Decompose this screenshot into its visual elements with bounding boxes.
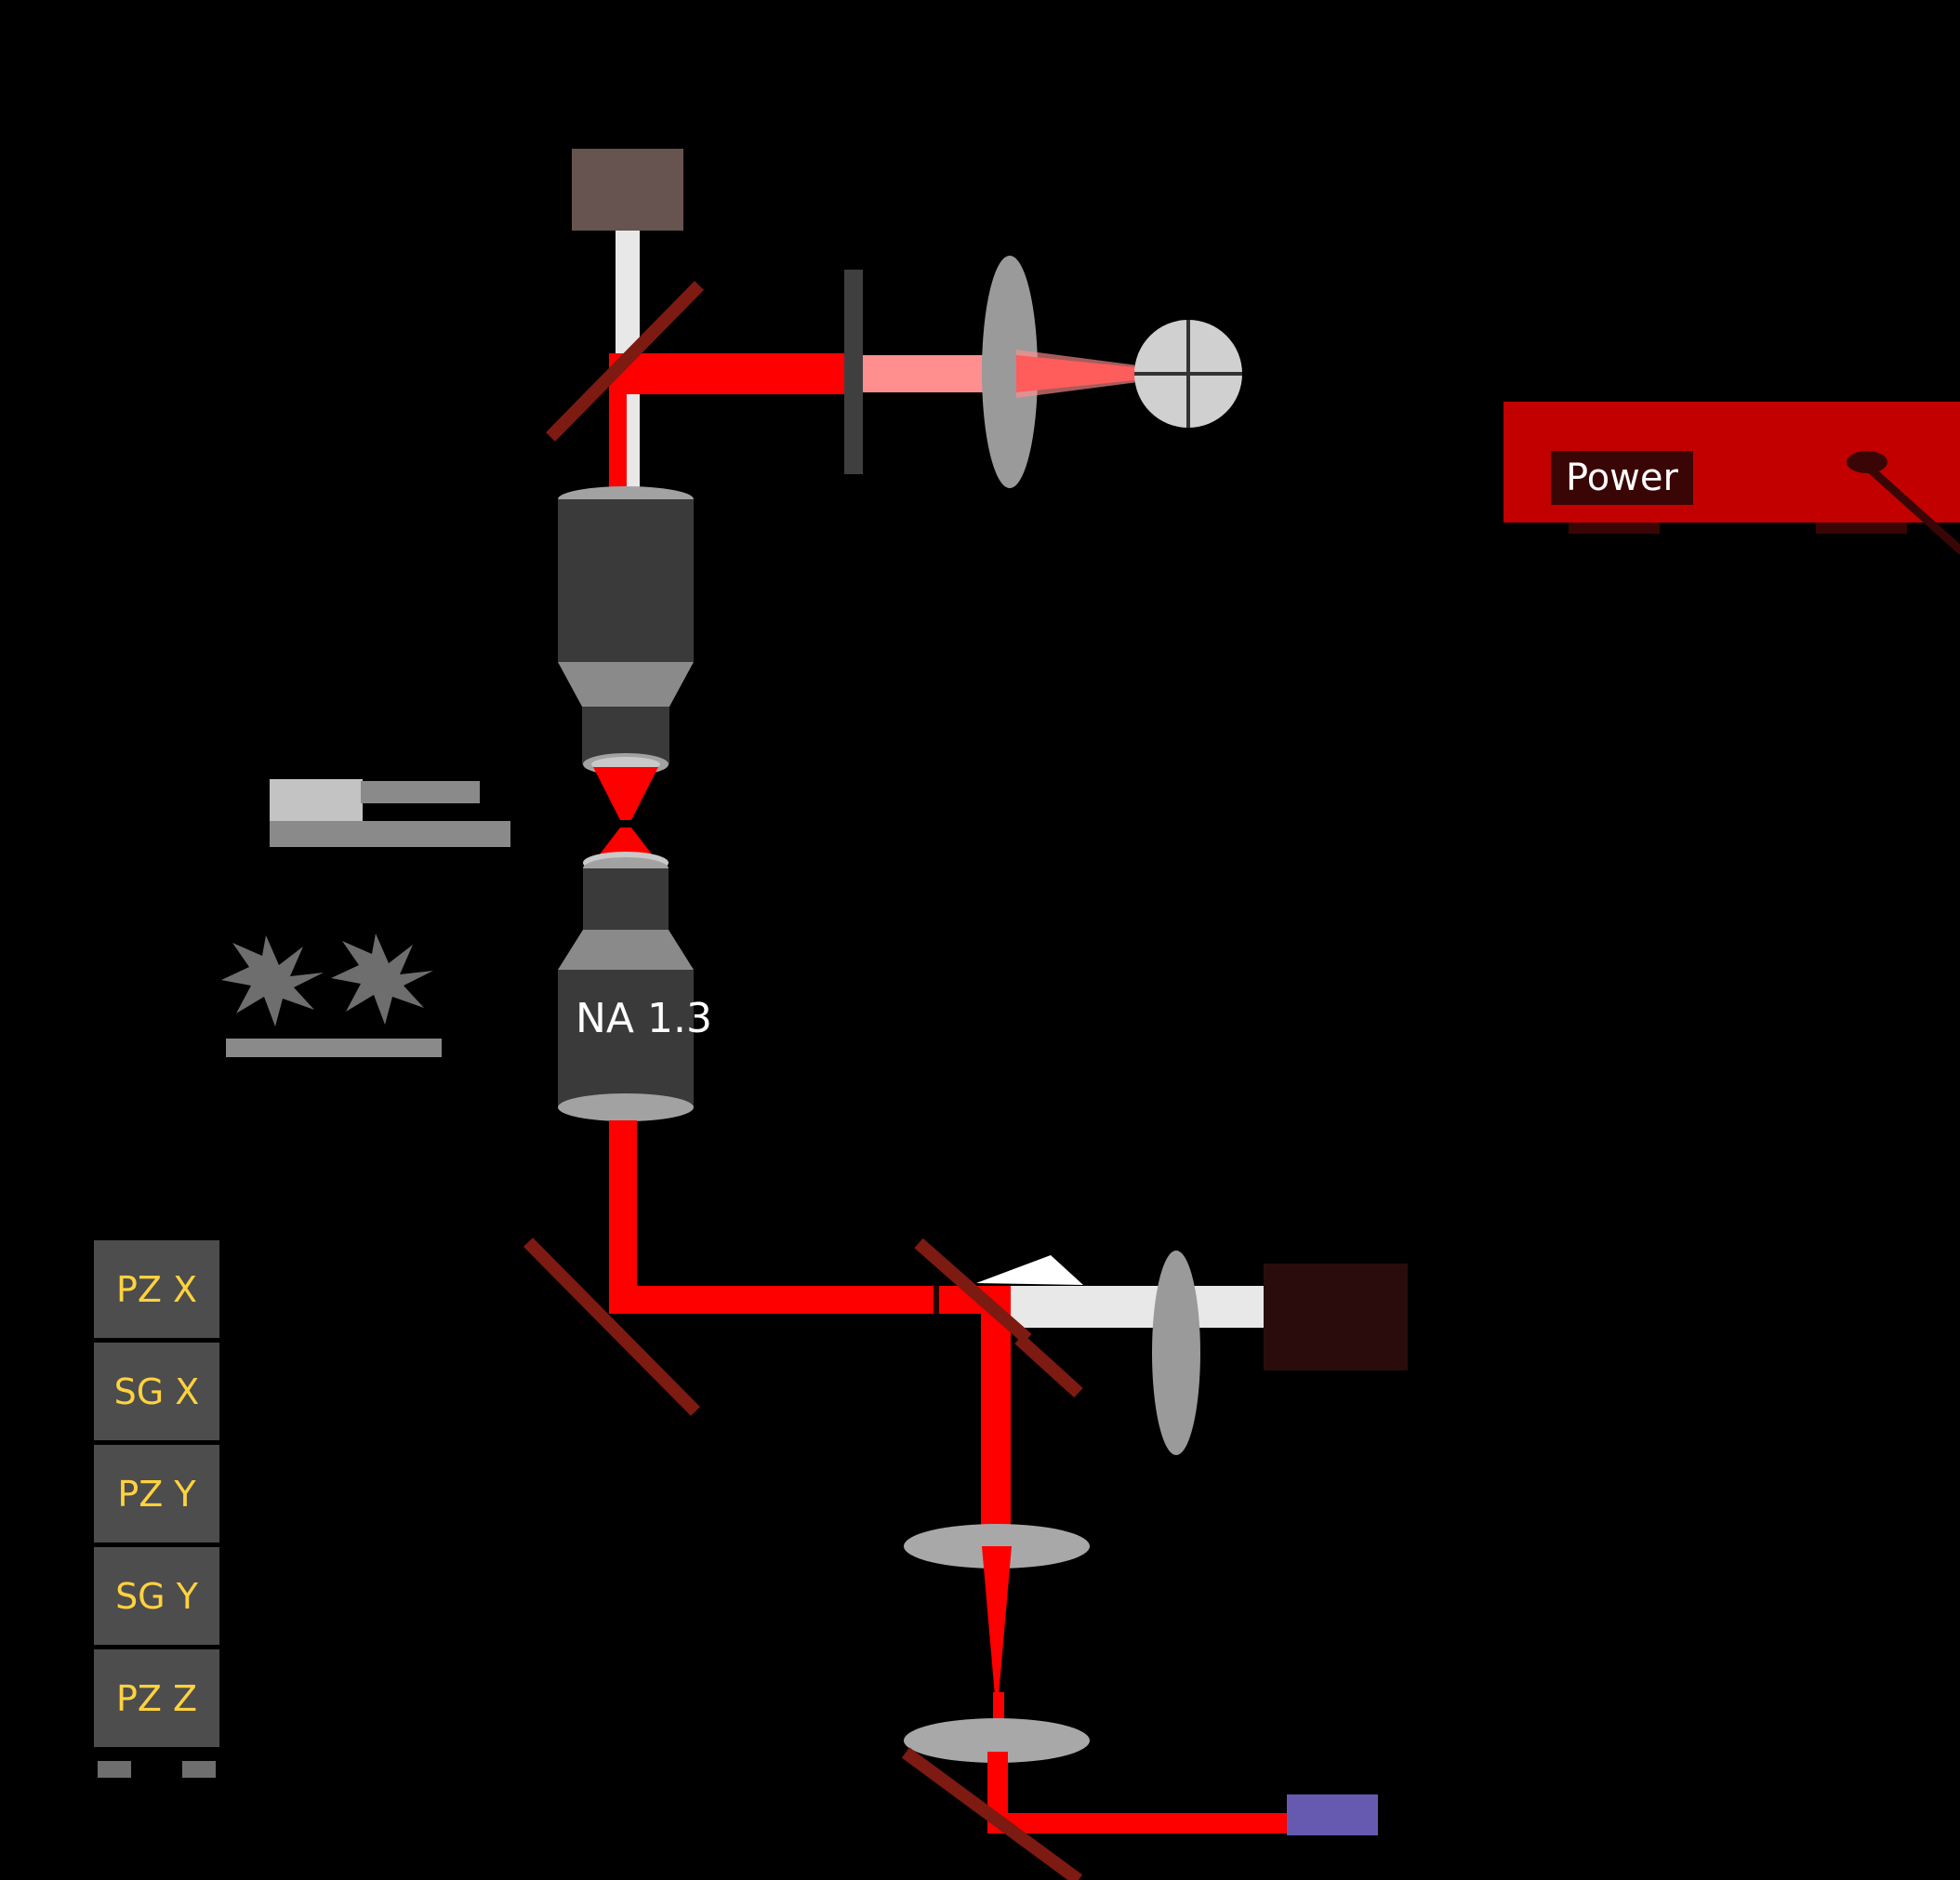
beamsplitter-edge-marker — [934, 1286, 939, 1314]
dichroic-mirror-lower — [1014, 1333, 1083, 1398]
steering-mirror-top — [546, 281, 704, 442]
photodetector-box[interactable] — [1287, 1794, 1378, 1835]
beam-down-to-telescope — [981, 1286, 1011, 1563]
bead-particle-left — [221, 935, 324, 1026]
telescope-converging-beam — [982, 1546, 1012, 1696]
laser-source-box[interactable] — [572, 149, 683, 231]
beam-below-objective — [609, 1120, 637, 1306]
controller-foot-right — [182, 1761, 216, 1778]
power-supply-cable — [1847, 451, 1960, 555]
beam-to-photodetector — [987, 1813, 1294, 1834]
power-knob[interactable] — [1847, 451, 1887, 473]
tube-lens — [1152, 1251, 1200, 1455]
condenser-shoulder — [558, 662, 694, 707]
converging-beam-halo — [1016, 350, 1188, 398]
steering-mirror-bottom — [901, 1747, 1083, 1880]
power-supply-foot-left — [1569, 523, 1660, 534]
sample-slide-upper-block — [270, 779, 363, 821]
power-supply-foot-right — [1816, 523, 1907, 534]
ctrl-label-sg-y: SG Y — [115, 1575, 198, 1617]
sidebar-item-pz-x[interactable]: PZ X — [94, 1240, 219, 1338]
laser-beam-horizontal-top — [609, 353, 860, 394]
beam-block-slit — [844, 270, 863, 474]
objective-nose — [583, 868, 669, 930]
objective-barrel — [558, 970, 694, 1107]
ctrl-label-sg-x: SG X — [113, 1370, 200, 1412]
bead-particle-right — [331, 933, 433, 1025]
objective-base-collar — [558, 1093, 694, 1121]
sidebar-item-sg-x[interactable]: SG X — [94, 1343, 219, 1440]
illumination-cone — [976, 1255, 1083, 1285]
sample-slide-upper-base — [270, 821, 510, 847]
relay-lens-top — [982, 256, 1038, 488]
dichroic-mirror-upper — [914, 1238, 1032, 1344]
power-cable-line — [1867, 466, 1960, 555]
sample-slide-upper-arm — [361, 781, 480, 803]
telescope-lens-lower — [904, 1718, 1090, 1763]
sidebar-item-sg-y[interactable]: SG Y — [94, 1547, 219, 1645]
sidebar-item-pz-z[interactable]: PZ Z — [94, 1649, 219, 1747]
camera-box[interactable] — [1264, 1264, 1408, 1370]
ctrl-label-pz-x: PZ X — [115, 1268, 198, 1310]
sample-coverslip — [226, 1039, 442, 1057]
steering-mirror-lower-left — [523, 1238, 700, 1416]
sidebar-item-pz-y[interactable]: PZ Y — [94, 1445, 219, 1542]
trap-cone-upper — [593, 767, 658, 820]
condenser-barrel-upper — [558, 499, 694, 662]
power-label: Power — [1551, 451, 1693, 505]
imaging-beam-to-camera — [1009, 1286, 1294, 1328]
objective-na-label: NA 1.3 — [576, 995, 712, 1042]
ctrl-label-pz-y: PZ Y — [117, 1473, 196, 1515]
ctrl-label-pz-z: PZ Z — [115, 1677, 198, 1719]
objective-shoulder — [558, 930, 694, 970]
controller-foot-left — [98, 1761, 131, 1778]
beam-horizontal-lower — [609, 1286, 1023, 1314]
